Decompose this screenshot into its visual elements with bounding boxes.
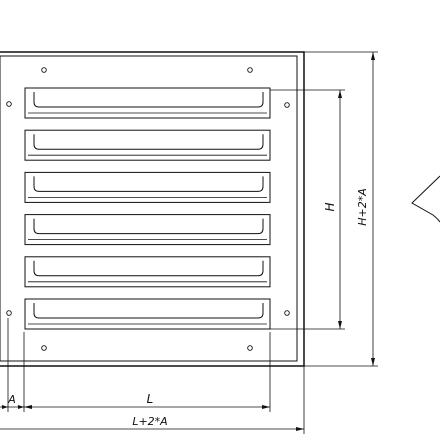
- louver-blade-outline: [24, 256, 271, 288]
- side-view-profile: [411, 175, 440, 223]
- arrow-head: [18, 405, 24, 409]
- flange-label: A: [7, 393, 16, 406]
- front-frame: [0, 51, 305, 367]
- louver-blades: [24, 87, 271, 330]
- louver-blade-lip: [33, 218, 264, 235]
- frame-outer-edge: [0, 51, 305, 367]
- louver-blade: [24, 87, 271, 119]
- arrow-head: [338, 90, 342, 98]
- arrow-head: [371, 52, 375, 60]
- mounting-hole: [41, 67, 47, 73]
- louver-blade-outline: [24, 129, 271, 161]
- arrow-head: [371, 358, 375, 366]
- mounting-holes: [6, 67, 290, 351]
- arrow-head: [2, 405, 8, 409]
- side-view-fragment: [411, 175, 440, 223]
- louver-blade: [24, 171, 271, 203]
- dimension-overall-width: L+2*A: [0, 366, 305, 434]
- louver-blade-outline: [24, 214, 271, 246]
- louver-blade-lip: [33, 303, 264, 319]
- frame-inner-edge: [0, 55, 298, 362]
- mounting-hole: [41, 345, 47, 351]
- overall-width-label: L+2*A: [132, 415, 167, 428]
- louver-blade-lip: [33, 260, 264, 277]
- louver-blade-lip: [33, 134, 264, 150]
- louver-blade: [24, 129, 271, 161]
- width-label: L: [147, 392, 154, 406]
- dimension-width: L: [23, 332, 271, 412]
- mounting-hole: [6, 310, 12, 316]
- overall-height-label: H+2*A: [356, 188, 369, 226]
- mounting-hole: [284, 310, 290, 316]
- arrow-head: [24, 405, 32, 409]
- mounting-hole: [6, 101, 12, 107]
- louver-blade-lip: [33, 92, 264, 108]
- louver-blade-outline: [24, 298, 271, 330]
- arrow-head: [338, 321, 342, 329]
- height-label: H: [323, 202, 337, 211]
- dimension-height: H: [270, 89, 345, 330]
- arrow-head: [262, 405, 270, 409]
- dimension-overall-height: H+2*A: [304, 51, 378, 367]
- louver-blade-lip: [33, 176, 264, 192]
- mounting-hole: [247, 345, 253, 351]
- louver-blade: [24, 298, 271, 330]
- louver-blade: [24, 214, 271, 246]
- louver-blade-outline: [24, 87, 271, 119]
- mounting-hole: [247, 67, 253, 73]
- arrow-head: [296, 427, 304, 431]
- mounting-hole: [284, 102, 290, 108]
- louver-blade-outline: [24, 171, 271, 203]
- dimension-flange: A: [0, 318, 24, 412]
- louver-blade: [24, 256, 271, 288]
